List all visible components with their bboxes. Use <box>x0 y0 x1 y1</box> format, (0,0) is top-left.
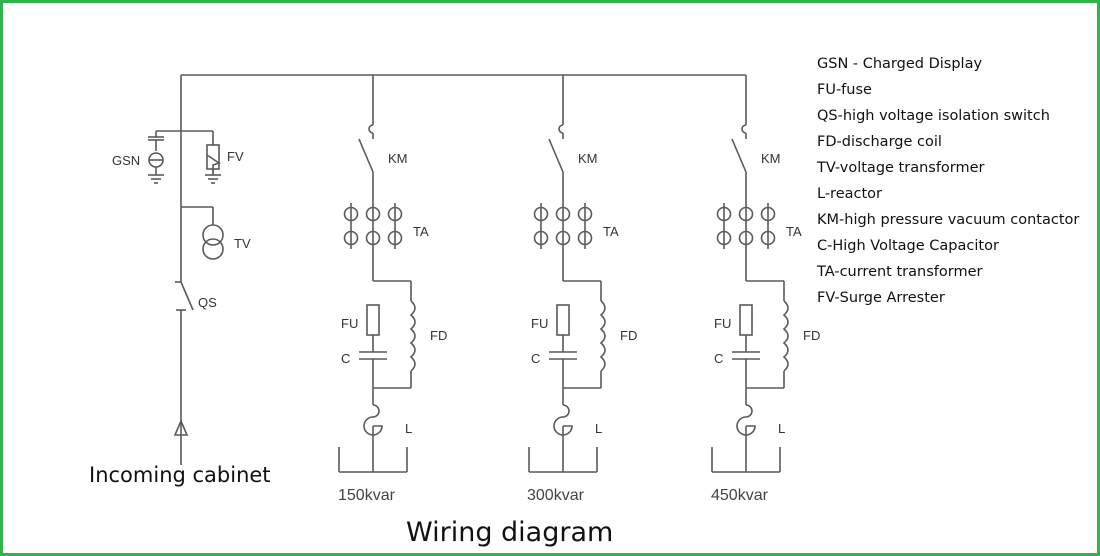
legend-item: GSN - Charged Display <box>817 56 983 72</box>
legend: GSN - Charged Display FU-fuse QS-high vo… <box>817 51 1079 311</box>
c-label: C <box>341 351 350 366</box>
legend-item: QS-high voltage isolation switch <box>817 108 1050 124</box>
diagram-title: Wiring diagram <box>406 517 613 548</box>
fuse <box>556 304 570 336</box>
l-label: L <box>595 421 602 436</box>
contactor-blade <box>548 138 564 173</box>
legend-item: FU-fuse <box>817 82 872 98</box>
capacitor <box>732 351 760 360</box>
capacitor-branch-150: KM TA FU FD C L <box>338 75 447 473</box>
voltage-transformer-coil <box>202 238 224 260</box>
ta-label: TA <box>413 224 429 239</box>
vacuum-contactor <box>548 124 564 173</box>
fd-label: FD <box>803 328 820 343</box>
incoming-arrow <box>173 418 189 436</box>
tv-label: TV <box>234 236 251 251</box>
current-transformer-coil <box>365 206 381 222</box>
voltage-transformer-group: TV <box>181 206 251 260</box>
discharge-coil <box>409 300 416 372</box>
legend-item: TV-voltage transformer <box>817 160 985 176</box>
discharge-coil <box>782 300 789 372</box>
vacuum-contactor <box>731 124 747 173</box>
km-label: KM <box>388 151 408 166</box>
capacitor <box>359 351 387 360</box>
l-label: L <box>405 421 412 436</box>
reactor <box>736 404 756 436</box>
c-label: C <box>531 351 540 366</box>
fu-label: FU <box>341 316 358 331</box>
current-transformer-coil <box>738 230 754 246</box>
isolation-switch: QS <box>175 281 217 311</box>
capacitor-branch-450: KM TA FU FD C L <box>711 75 820 473</box>
legend-item: C-High Voltage Capacitor <box>817 238 999 254</box>
legend-item: TA-current transformer <box>817 264 983 280</box>
contactor-blade <box>731 138 747 173</box>
reactor <box>553 404 573 436</box>
ground-tray <box>528 447 598 473</box>
contactor-blade <box>358 138 374 173</box>
ta-label: TA <box>603 224 619 239</box>
rating-label-150: 150kvar <box>338 487 396 504</box>
discharge-coil <box>599 300 606 372</box>
ground-symbol <box>148 174 164 184</box>
charged-display-symbol <box>148 152 164 168</box>
capacitor <box>549 351 577 360</box>
current-transformer-coil <box>738 206 754 222</box>
fu-label: FU <box>531 316 548 331</box>
gsn-label: GSN <box>112 153 140 168</box>
c-label: C <box>714 351 723 366</box>
fuse <box>739 304 753 336</box>
legend-item: KM-high pressure vacuum contactor <box>817 212 1080 228</box>
rating-label-450: 450kvar <box>711 487 769 504</box>
current-transformer-coil <box>555 230 571 246</box>
km-label: KM <box>761 151 781 166</box>
fu-label: FU <box>714 316 731 331</box>
ground-symbol <box>205 174 221 184</box>
voltage-transformer-coil <box>202 224 224 246</box>
legend-item: FD-discharge coil <box>817 134 942 150</box>
fd-label: FD <box>620 328 637 343</box>
current-transformer-group <box>343 203 403 249</box>
contactor-arc <box>368 124 374 134</box>
qs-label: QS <box>198 295 217 310</box>
gsn-fv-group: GSN FV <box>112 130 244 184</box>
legend-item: L-reactor <box>817 186 882 202</box>
fd-label: FD <box>430 328 447 343</box>
contactor-arc <box>558 124 564 134</box>
ground-tray <box>711 447 781 473</box>
current-transformer-group <box>533 203 593 249</box>
rating-label-300: 300kvar <box>527 487 585 504</box>
current-transformer-coil <box>555 206 571 222</box>
ground-tray <box>338 447 408 473</box>
current-transformer-group <box>716 203 776 249</box>
incoming-cabinet: GSN FV TV QS <box>112 75 251 465</box>
surge-arrester-symbol <box>206 144 221 173</box>
legend-item: FV-Surge Arrester <box>817 290 945 306</box>
km-label: KM <box>578 151 598 166</box>
incoming-caption: Incoming cabinet <box>89 463 271 487</box>
ta-label: TA <box>786 224 802 239</box>
vacuum-contactor <box>358 124 374 173</box>
fuse <box>366 304 380 336</box>
l-label: L <box>778 421 785 436</box>
capacitor-branch-300: KM TA FU FD C L <box>528 75 637 473</box>
current-transformer-coil <box>365 230 381 246</box>
contactor-arc <box>741 124 747 134</box>
reactor <box>363 404 383 436</box>
fv-label: FV <box>227 149 244 164</box>
